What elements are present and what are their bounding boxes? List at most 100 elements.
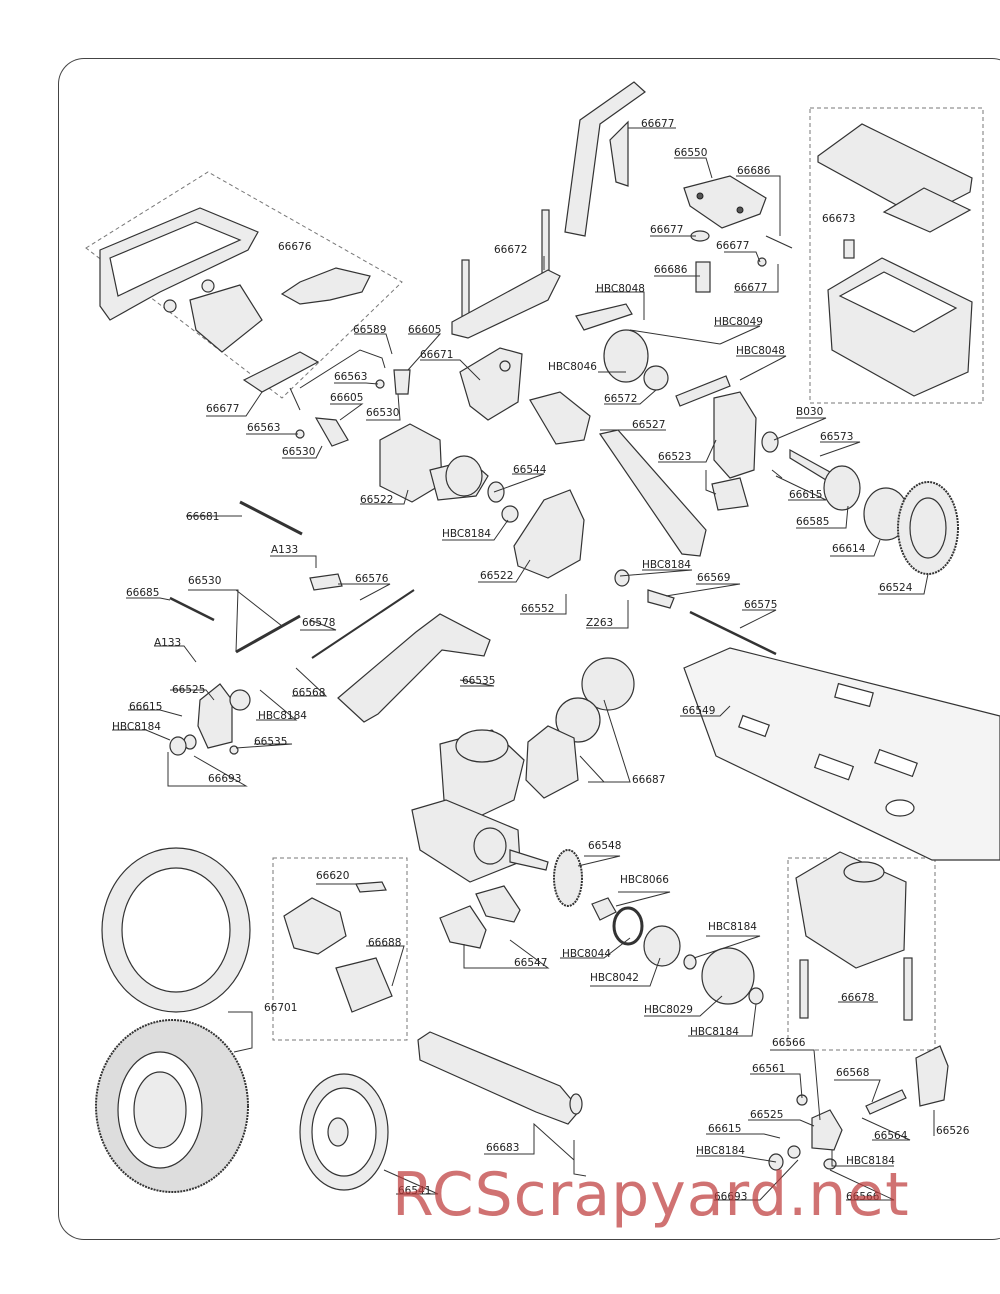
body-post-plate (451, 209, 561, 339)
part-label: 66525 (750, 1109, 783, 1121)
exhaust-manifold (283, 881, 393, 1013)
center-brace (599, 429, 707, 557)
part-label: 66620 (316, 870, 349, 882)
part-label: 66605 (330, 392, 363, 404)
part-label: HBC8184 (112, 721, 161, 733)
part-label: 66676 (278, 241, 312, 253)
part-label: HBC8184 (258, 710, 307, 722)
rear-hub-carrier (169, 683, 251, 756)
part-label: 66568 (836, 1067, 869, 1079)
part-label: 66589 (353, 324, 386, 336)
part-label: 66585 (796, 516, 829, 528)
part-label: 66614 (832, 543, 866, 555)
part-label: 66575 (744, 599, 777, 611)
part-label: 66524 (879, 582, 913, 594)
part-label: 66693 (208, 773, 241, 785)
part-label: HBC8042 (590, 972, 639, 984)
rear-wheel (299, 1073, 389, 1191)
part-label: 66615 (129, 701, 162, 713)
part-label: 66563 (247, 422, 280, 434)
part-label: 66541 (398, 1185, 431, 1197)
part-label: 66685 (126, 587, 159, 599)
part-label: 66693 (714, 1191, 747, 1203)
air-filter (525, 657, 635, 799)
part-label: 66552 (521, 603, 554, 615)
watermark-text: RCScrapyard.net (392, 1160, 910, 1230)
part-label: Z263 (586, 617, 613, 629)
part-label: 66576 (355, 573, 389, 585)
center-shaft (169, 500, 415, 659)
servo-saver-plate (683, 175, 793, 293)
part-label: 66566 (846, 1191, 880, 1203)
part-label: 66677 (734, 282, 767, 294)
part-label: 66671 (420, 349, 453, 361)
part-label: 66530 (188, 575, 221, 587)
receiver-box-group (809, 107, 984, 404)
part-label: 66563 (334, 371, 367, 383)
spur-gear (789, 448, 959, 575)
front-bulkhead (459, 347, 523, 421)
rear-tire (95, 847, 251, 1193)
part-label: 66686 (737, 165, 771, 177)
bumper-mount-part (242, 267, 371, 393)
clutch-assembly (553, 849, 764, 1005)
brake-parts (529, 303, 731, 445)
part-label: 66550 (674, 147, 707, 159)
part-label: 66527 (632, 419, 665, 431)
part-label: 66683 (486, 1142, 519, 1154)
part-label: 66522 (360, 494, 393, 506)
tuned-pipe (417, 1031, 587, 1177)
part-label: 66673 (822, 213, 855, 225)
main-chassis-plate (683, 647, 1000, 861)
part-label: 66548 (588, 840, 621, 852)
part-label: 66672 (494, 244, 527, 256)
part-label: 66681 (186, 511, 219, 523)
part-labels: 66677 66550 66686 66673 66677 66677 6668… (112, 118, 970, 1203)
part-label: 66677 (641, 118, 674, 130)
fuel-tank (795, 851, 913, 1021)
part-label: B030 (796, 406, 823, 418)
part-label: 66677 (650, 224, 683, 236)
part-label: 66573 (820, 431, 853, 443)
part-label: HBC8184 (690, 1026, 739, 1038)
part-label: 66535 (254, 736, 287, 748)
part-label: HBC8184 (642, 559, 691, 571)
rear-bulkhead (711, 391, 783, 511)
rear-driveshaft (614, 569, 777, 656)
part-label: 66615 (708, 1123, 741, 1135)
part-label: HBC8049 (714, 316, 763, 328)
front-bumper-part (99, 207, 263, 353)
page-frame (58, 58, 1000, 1240)
rear-suspension-arm (337, 613, 491, 723)
part-label: 66547 (514, 957, 547, 969)
center-diff-housing (501, 489, 585, 579)
part-label: HBC8044 (562, 948, 611, 960)
part-label: 66566 (772, 1037, 806, 1049)
part-label: 66687 (632, 774, 665, 786)
part-label: 66615 (789, 489, 822, 501)
part-label: HBC8046 (548, 361, 597, 373)
part-label: HBC8184 (708, 921, 757, 933)
part-label: 66701 (264, 1002, 297, 1014)
part-label: 66561 (752, 1063, 785, 1075)
bumper-group-box (85, 171, 403, 399)
nitro-engine (411, 729, 549, 883)
part-label: 66569 (697, 572, 730, 584)
part-label: HBC8184 (846, 1155, 895, 1167)
part-label: 66688 (368, 937, 401, 949)
part-label: 66678 (841, 992, 874, 1004)
part-label: 66568 (292, 687, 325, 699)
part-label: 66535 (462, 675, 495, 687)
part-label: 66526 (936, 1125, 970, 1137)
exhaust-coupler-group (272, 857, 408, 1041)
part-label: HBC8066 (620, 874, 669, 886)
part-label: 66525 (172, 684, 205, 696)
engine-mounts (439, 885, 521, 949)
part-label: A133 (271, 544, 298, 556)
part-label: 66578 (302, 617, 335, 629)
part-label: 66677 (206, 403, 239, 415)
wing-mount-part (564, 81, 646, 237)
receiver-box (817, 123, 973, 397)
part-label: 66605 (408, 324, 441, 336)
part-label: 66522 (480, 570, 513, 582)
